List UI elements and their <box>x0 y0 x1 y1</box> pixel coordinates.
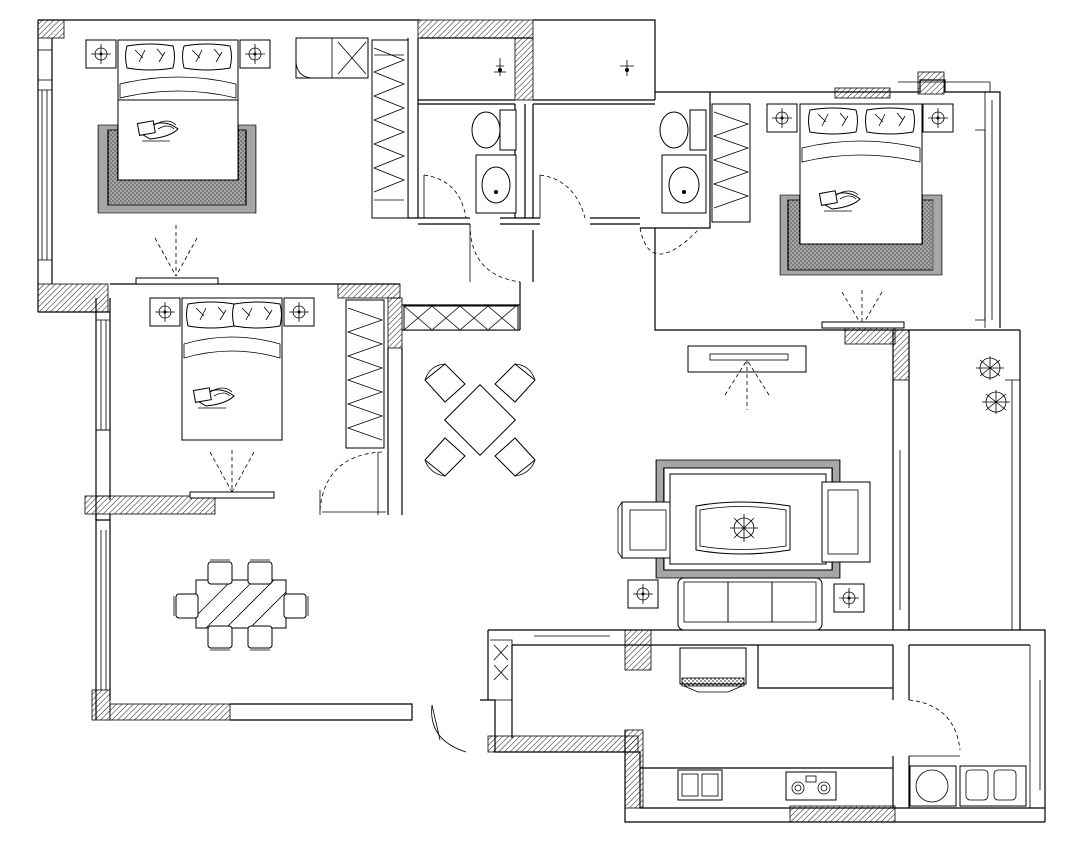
bedroom-nw <box>85 37 409 285</box>
toilet <box>499 109 517 151</box>
chair <box>424 437 466 477</box>
washing-machine <box>909 765 957 807</box>
armchair <box>617 501 671 559</box>
bedroom-w <box>149 297 519 499</box>
double-sink <box>677 769 723 801</box>
breakfast-nook <box>424 363 536 477</box>
chair <box>247 625 273 651</box>
bathroom-2 <box>620 60 751 223</box>
chair <box>207 625 233 651</box>
chair <box>207 559 233 585</box>
doors <box>319 174 961 757</box>
balcony <box>976 356 1010 414</box>
nightstand <box>239 39 271 69</box>
cooktop <box>785 771 837 801</box>
sofa <box>677 577 823 631</box>
chair <box>283 593 309 619</box>
range-hood <box>679 647 747 693</box>
wardrobe <box>711 103 751 223</box>
square-table <box>443 383 517 457</box>
nightstand <box>85 39 117 69</box>
wardrobe <box>371 39 409 219</box>
side-table <box>833 583 865 613</box>
living-room <box>617 345 901 631</box>
bathroom-1 <box>471 58 517 214</box>
toilet <box>689 109 707 151</box>
dining-area <box>173 559 309 651</box>
side-table <box>627 579 659 609</box>
bedroom-e <box>766 81 991 329</box>
chair <box>424 363 466 403</box>
kitchen <box>640 647 893 801</box>
utility <box>909 765 1027 807</box>
potted-plant <box>976 356 1010 414</box>
armchair <box>821 481 871 563</box>
nightstand <box>149 297 181 327</box>
chair <box>173 593 199 619</box>
chair <box>494 437 536 477</box>
walls <box>37 19 1046 823</box>
laundry-sink <box>959 765 1027 807</box>
nightstand <box>922 103 954 133</box>
chair <box>494 363 536 403</box>
chair <box>247 559 273 585</box>
nightstand <box>766 103 798 133</box>
nightstand <box>283 297 315 327</box>
dining-table <box>195 579 287 629</box>
